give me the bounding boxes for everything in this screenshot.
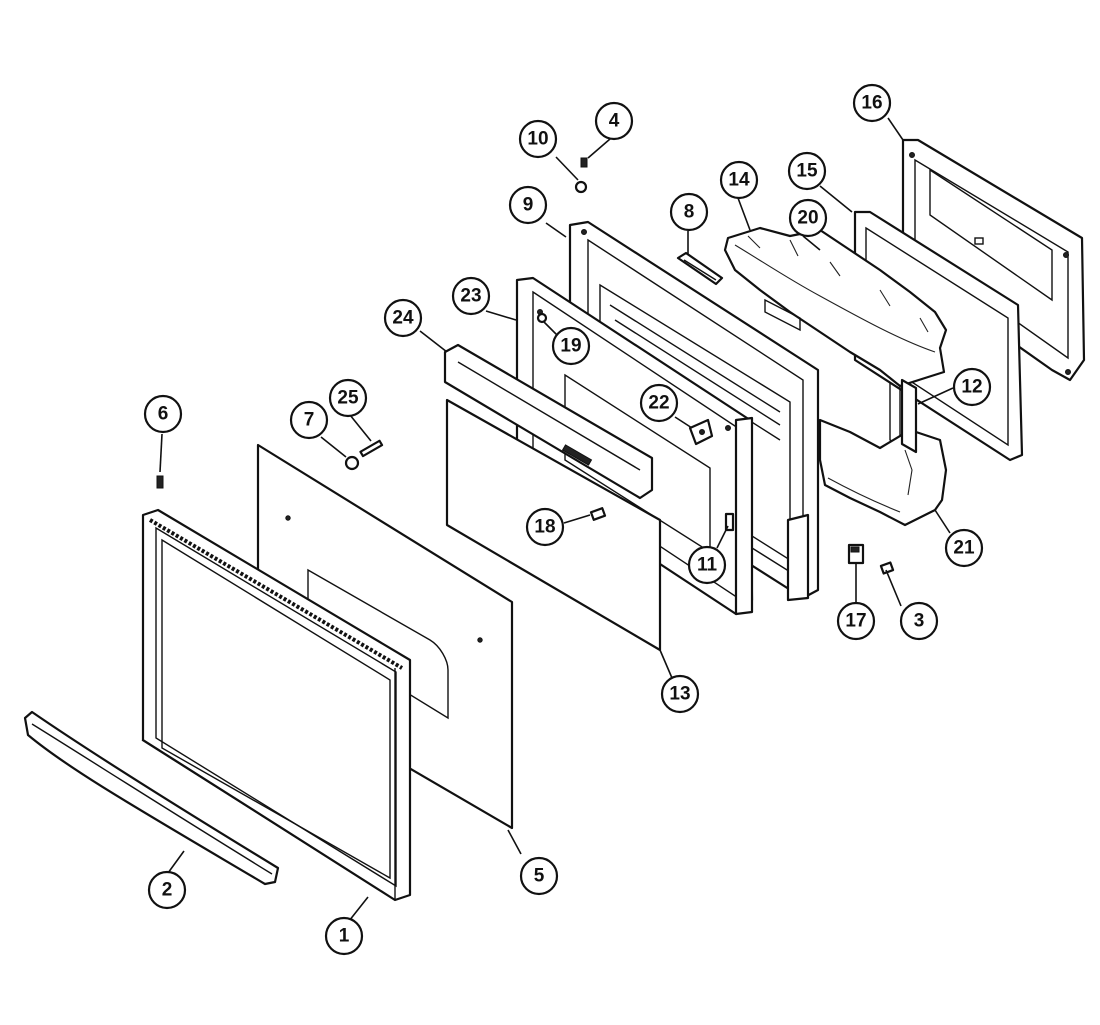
svg-text:2: 2	[162, 880, 173, 901]
callout-8: 8	[669, 192, 709, 232]
callout-16: 16	[852, 83, 892, 123]
svg-text:18: 18	[534, 517, 555, 538]
callout-7: 7	[289, 400, 329, 440]
callout-17: 17	[836, 601, 876, 641]
callout-3: 3	[899, 601, 939, 641]
svg-text:14: 14	[728, 170, 750, 191]
part-14-20-upper-insulation	[723, 226, 948, 447]
svg-text:25: 25	[337, 388, 359, 409]
part-2-handle	[23, 710, 280, 886]
svg-text:15: 15	[796, 161, 818, 182]
svg-text:12: 12	[961, 377, 982, 398]
svg-text:3: 3	[914, 611, 925, 632]
part-24-trim-rail	[443, 343, 654, 500]
callout-12: 12	[952, 367, 992, 407]
leader-lines	[159, 117, 954, 922]
callout-20: 20	[788, 198, 828, 238]
callout-9: 9	[508, 185, 548, 225]
callout-22: 22	[639, 383, 679, 423]
part-25-bolt	[359, 439, 384, 458]
callout-25: 25	[328, 378, 368, 418]
callout-24: 24	[383, 298, 423, 338]
svg-text:21: 21	[953, 538, 975, 559]
callouts: 1 2 3 4 5 6 7 8 9 10 11 12 13 14 15 16 1…	[143, 83, 992, 956]
svg-text:22: 22	[648, 393, 669, 414]
callout-2: 2	[147, 870, 187, 910]
callout-6: 6	[143, 394, 183, 434]
svg-text:1: 1	[339, 926, 350, 947]
svg-text:20: 20	[797, 208, 818, 229]
svg-text:19: 19	[560, 336, 581, 357]
part-1-front-frame	[141, 508, 412, 902]
part-11-clip	[724, 512, 735, 532]
callout-10: 10	[518, 119, 558, 159]
svg-text:24: 24	[392, 308, 414, 329]
part-10-nut	[574, 180, 588, 194]
callout-5: 5	[519, 856, 559, 896]
svg-text:10: 10	[527, 129, 548, 150]
part-4-screw	[580, 157, 588, 168]
svg-text:23: 23	[460, 286, 481, 307]
svg-text:6: 6	[158, 404, 169, 425]
svg-text:8: 8	[684, 202, 695, 223]
callout-23: 23	[451, 276, 491, 316]
part-18-screw	[589, 507, 607, 521]
part-21-lower-insulation	[818, 418, 948, 527]
callout-21: 21	[944, 528, 984, 568]
svg-text:4: 4	[609, 111, 620, 132]
part-19-screw	[536, 312, 548, 324]
callout-4: 4	[594, 101, 634, 141]
part-22-bracket	[688, 418, 714, 446]
part-8-latch-plate	[676, 251, 724, 286]
part-12-bracket	[900, 378, 918, 454]
callout-15: 15	[787, 151, 827, 191]
part-7-nut	[344, 455, 360, 471]
part-6-screw	[156, 475, 164, 489]
svg-text:5: 5	[534, 866, 545, 887]
svg-text:7: 7	[304, 410, 315, 431]
callout-11: 11	[687, 545, 727, 585]
svg-text:13: 13	[669, 684, 690, 705]
callout-14: 14	[719, 160, 759, 200]
svg-text:11: 11	[697, 555, 718, 576]
svg-text:9: 9	[523, 195, 534, 216]
svg-text:16: 16	[861, 93, 882, 114]
part-17-clip	[847, 543, 865, 565]
part-3-screw	[879, 561, 895, 575]
callout-19: 19	[551, 326, 591, 366]
callout-18: 18	[525, 507, 565, 547]
svg-text:17: 17	[845, 611, 866, 632]
callout-1: 1	[324, 916, 364, 956]
callout-13: 13	[660, 674, 700, 714]
